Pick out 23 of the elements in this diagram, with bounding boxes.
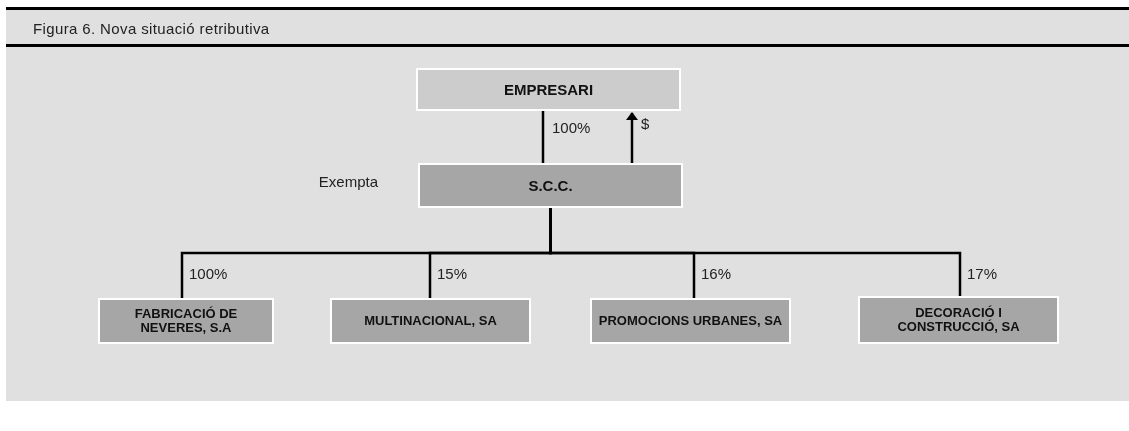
edge-label: 100% <box>188 266 229 281</box>
node-note: Exempta <box>318 172 378 192</box>
entity-box <box>858 296 1059 344</box>
connector-line <box>541 111 545 163</box>
entity-name: FABRICACIÓ DE NEVERES, S.A <box>133 307 239 335</box>
arrow <box>626 112 638 163</box>
edge-label: 100% <box>551 120 592 135</box>
entity-box <box>330 298 531 344</box>
entity-box <box>416 68 681 111</box>
connector-line <box>549 208 962 296</box>
entity-name: S.C.C. <box>528 177 573 194</box>
entity-box <box>418 163 683 208</box>
entity-name: MULTINACIONAL, SA <box>364 314 497 328</box>
entity-name: DECORACIÓ I CONSTRUCCIÓ, SA <box>896 306 1021 334</box>
entity-box <box>98 298 274 344</box>
edge-label: 15% <box>436 266 469 281</box>
edge-label: 16% <box>700 266 733 281</box>
edge-label: 17% <box>966 266 999 281</box>
entity-name: EMPRESARI <box>503 81 594 98</box>
figure-title: Figura 6. Nova situació retributiva <box>33 19 270 39</box>
entity-box <box>590 298 791 344</box>
entity-name: PROMOCIONS URBANES, SA <box>598 314 783 328</box>
edge-label: $ <box>640 116 651 131</box>
